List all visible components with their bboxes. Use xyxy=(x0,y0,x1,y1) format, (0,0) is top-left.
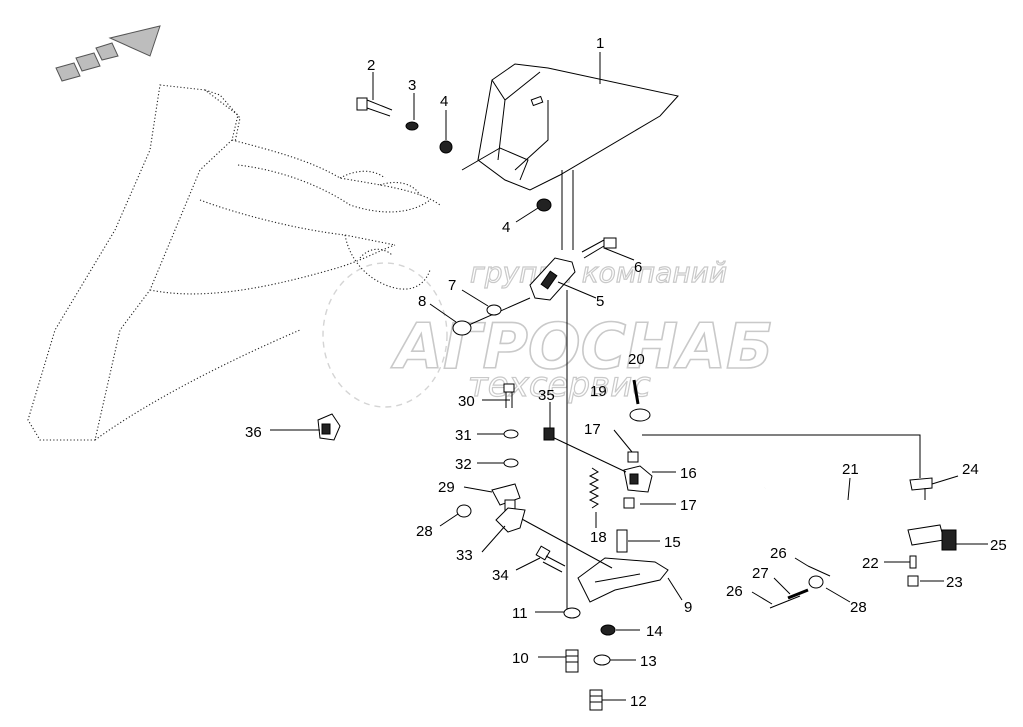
callout-12: 12 xyxy=(630,693,647,710)
bracket-33 xyxy=(495,507,526,533)
clamp-36 xyxy=(317,413,341,441)
bolt-10 xyxy=(565,649,579,673)
callout-29: 29 xyxy=(438,479,455,496)
callout-28-right: 28 xyxy=(850,599,867,616)
callout-22: 22 xyxy=(862,555,879,572)
lever-16 xyxy=(623,465,653,493)
callout-26-upper: 26 xyxy=(770,545,787,562)
callout-17-lower: 17 xyxy=(680,497,697,514)
watermark: группа компаний АГРОСНАБ техсервис xyxy=(322,255,774,408)
callout-11: 11 xyxy=(512,605,528,622)
callout-32: 32 xyxy=(455,456,472,473)
callout-30: 30 xyxy=(458,393,475,410)
nut-4-upper xyxy=(439,140,453,154)
nut-4-lower xyxy=(536,198,552,212)
washer-19 xyxy=(629,408,651,422)
watermark-wreath-icon xyxy=(322,262,448,408)
bushing-17-lower xyxy=(623,497,635,509)
pin-26-upper xyxy=(807,565,831,577)
callout-4-lower: 4 xyxy=(502,219,510,236)
callout-8: 8 xyxy=(418,293,426,310)
callout-18: 18 xyxy=(590,529,607,546)
bolt-34 xyxy=(535,545,566,573)
nut-28-left xyxy=(456,504,472,518)
callout-7: 7 xyxy=(448,277,456,294)
nut-28-right xyxy=(808,575,824,589)
direction-arrow-icon xyxy=(55,25,161,82)
callout-34: 34 xyxy=(492,567,509,584)
pin-22 xyxy=(909,555,917,569)
washer-7 xyxy=(486,304,502,316)
callout-13: 13 xyxy=(640,653,657,670)
callout-36: 36 xyxy=(245,424,262,441)
callout-31: 31 xyxy=(455,427,472,444)
callout-35: 35 xyxy=(538,387,555,404)
callout-25: 25 xyxy=(990,537,1007,554)
watermark-line2: АГРОСНАБ xyxy=(390,310,773,383)
callout-9: 9 xyxy=(684,599,692,616)
machine-housing xyxy=(27,84,441,441)
callout-33: 33 xyxy=(456,547,473,564)
callout-24: 24 xyxy=(962,461,979,478)
callout-6: 6 xyxy=(634,259,642,276)
callout-labels: 1 2 3 4 4 6 5 7 8 20 19 30 35 31 17 32 1… xyxy=(245,35,1007,710)
bushing-17-upper xyxy=(627,451,639,463)
clevis-29 xyxy=(491,483,521,513)
callout-16: 16 xyxy=(680,465,697,482)
callout-15: 15 xyxy=(664,534,681,551)
spring-18 xyxy=(588,467,600,509)
callout-2: 2 xyxy=(367,57,375,74)
callout-4-upper: 4 xyxy=(440,93,448,110)
washer-13 xyxy=(593,654,611,666)
leader-lines xyxy=(270,52,988,701)
washer-32 xyxy=(503,458,519,468)
callout-28-left: 28 xyxy=(416,523,433,540)
nut-8 xyxy=(452,320,472,336)
watermark-line1: группа компаний xyxy=(470,256,727,289)
bolt-12 xyxy=(589,689,603,711)
bolt-6 xyxy=(581,237,617,259)
bracket-9 xyxy=(577,557,669,603)
callout-3: 3 xyxy=(408,77,416,94)
cap-23 xyxy=(907,575,919,587)
callout-20: 20 xyxy=(628,351,645,368)
cover-part-1 xyxy=(461,63,679,191)
callout-1: 1 xyxy=(596,35,604,52)
bracket-5 xyxy=(529,257,576,301)
pin-15 xyxy=(616,529,628,553)
callout-26-lower: 26 xyxy=(726,583,743,600)
pin-26-lower xyxy=(769,595,801,609)
lever-25 xyxy=(907,524,957,551)
callout-5: 5 xyxy=(596,293,604,310)
callout-10: 10 xyxy=(512,650,529,667)
callout-27: 27 xyxy=(752,565,769,582)
callout-21: 21 xyxy=(842,461,859,478)
washer-3 xyxy=(405,121,419,131)
adjuster-35 xyxy=(543,427,555,441)
washer-14 xyxy=(600,624,616,636)
clevis-24 xyxy=(909,477,933,500)
callout-17-upper: 17 xyxy=(584,421,601,438)
pin-20 xyxy=(632,379,640,405)
washer-31 xyxy=(503,429,519,439)
bolt-2 xyxy=(356,97,393,117)
callout-23: 23 xyxy=(946,574,963,591)
pin-27 xyxy=(787,588,809,600)
callout-14: 14 xyxy=(646,623,663,640)
callout-19: 19 xyxy=(590,383,607,400)
washer-11 xyxy=(563,607,581,619)
watermark-line3: техсервис xyxy=(468,365,651,405)
